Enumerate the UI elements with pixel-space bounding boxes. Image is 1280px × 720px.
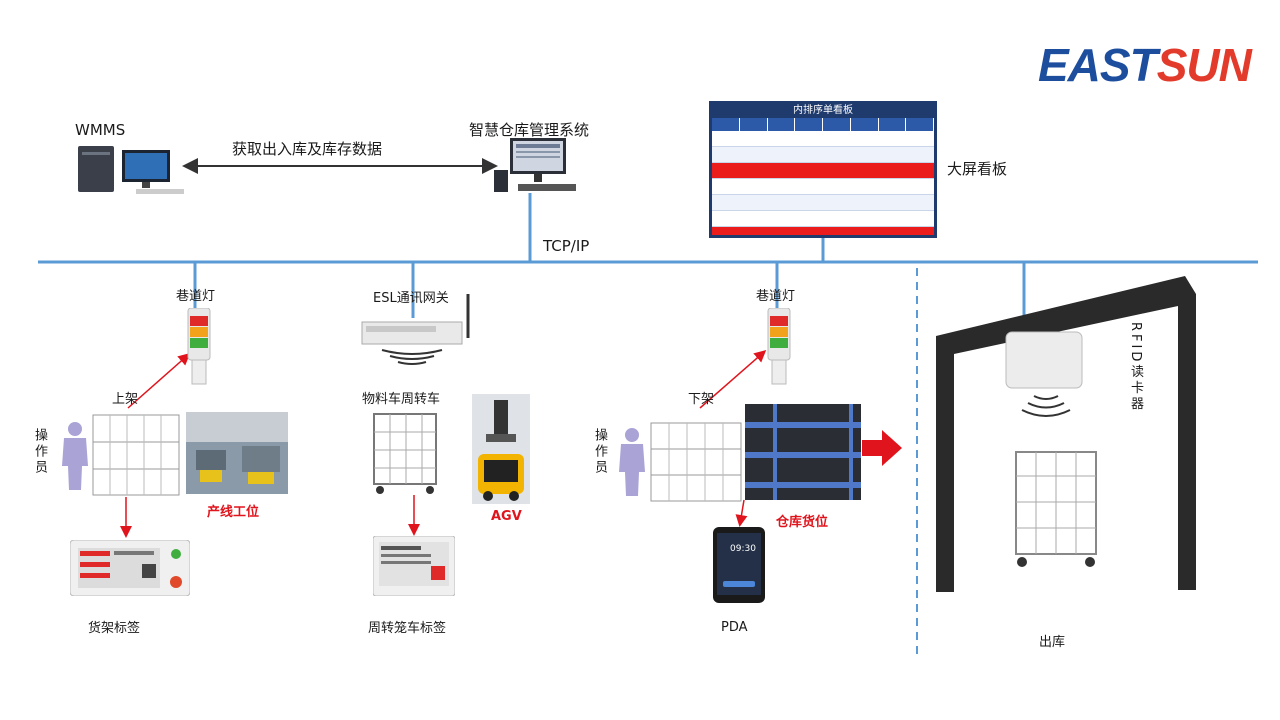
shelve-up-label: 上架 — [112, 392, 139, 407]
warehouse-location-label: 仓库货位 — [776, 515, 829, 530]
rack-2-icon — [650, 422, 742, 502]
tcpip-label: TCP/IP — [543, 237, 590, 255]
agv-label: AGV — [491, 509, 522, 524]
pda-device-icon — [713, 527, 765, 603]
shelve-down-label: 下架 — [688, 392, 715, 407]
agv-robot-icon — [472, 394, 530, 504]
operator-2-icon — [619, 428, 645, 496]
esl-gateway-label: ESL通讯网关 — [373, 291, 449, 306]
lane-light-2-label: 巷道灯 — [756, 289, 796, 304]
rfid-reader-label: RFID读卡器 — [1128, 322, 1143, 413]
rack-label-device-icon — [70, 540, 190, 596]
board-title: 内排序单看板 — [712, 104, 934, 118]
cage-cart-icon — [373, 413, 437, 494]
cage-cart-label-device-icon — [373, 536, 455, 596]
pda-label: PDA — [721, 620, 748, 635]
outbound-label: 出库 — [1039, 635, 1066, 650]
data-flow-label: 获取出入库及库存数据 — [232, 140, 383, 158]
wmms-computer-icon — [78, 146, 184, 194]
operator-2-label: 操作员 — [592, 428, 607, 476]
eastsun-logo: EASTSUN — [1038, 38, 1252, 92]
smart-system-label: 智慧仓库管理系统 — [469, 121, 590, 139]
pda-time: 09:30 — [730, 544, 756, 554]
operator-1-icon — [62, 422, 88, 490]
logo-part-2: SUN — [1156, 39, 1252, 91]
material-cart-label: 物料车周转车 — [362, 392, 441, 407]
logo-part-1: EAST — [1038, 39, 1158, 91]
esl-gateway-icon — [361, 294, 470, 365]
rack-1-icon — [92, 414, 180, 496]
cage-cart-label-label: 周转笼车标签 — [368, 621, 447, 636]
operator-1-label: 操作员 — [32, 428, 47, 476]
lane-light-2-icon — [767, 308, 791, 385]
warehouse-location-photo — [745, 404, 861, 500]
lane-light-1-icon — [187, 308, 211, 385]
lane-light-1-label: 巷道灯 — [176, 289, 216, 304]
big-screen-label: 大屏看板 — [947, 160, 1008, 178]
production-station-label: 产线工位 — [207, 505, 260, 520]
big-screen-board: 内排序单看板 — [709, 101, 937, 238]
outbound-cage-cart-icon — [1015, 451, 1097, 567]
wmms-label: WMMS — [75, 121, 126, 139]
rack-label-label: 货架标签 — [88, 621, 141, 636]
smart-system-computer-icon — [494, 138, 576, 192]
production-station-photo — [186, 412, 288, 494]
rfid-gate-icon — [936, 276, 1196, 592]
outbound-arrow — [862, 430, 902, 466]
